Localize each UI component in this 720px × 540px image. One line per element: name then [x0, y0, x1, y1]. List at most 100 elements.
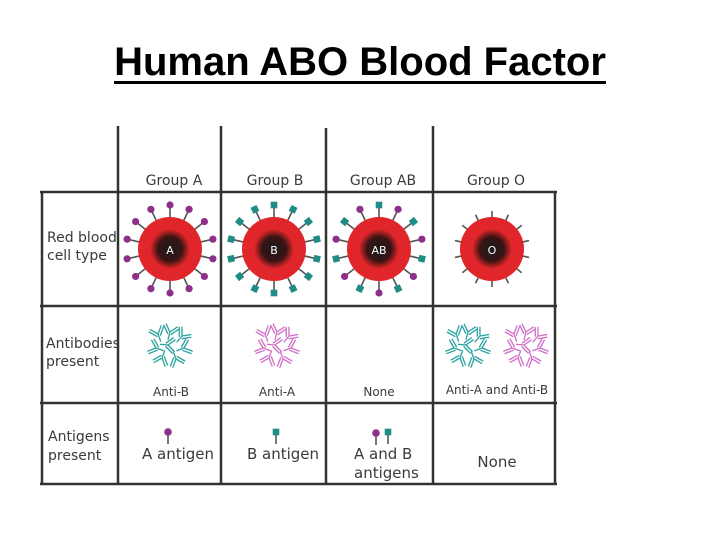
cell-label: AB — [371, 244, 386, 257]
antibody-label-anti-a-and-anti-b: Anti-A and Anti-B — [446, 383, 548, 397]
antibody-y — [474, 338, 491, 355]
antibody-y — [519, 323, 536, 341]
antibody-y — [446, 325, 463, 342]
cell-body — [138, 217, 202, 281]
antigen-a-marker — [131, 217, 140, 226]
antigen-label-none: None — [477, 453, 516, 471]
antibody-y — [467, 351, 484, 368]
antigen-a-marker — [209, 255, 217, 263]
antibody-y — [254, 338, 271, 355]
antigen-b-marker — [250, 204, 260, 214]
antigen-label-b: B antigen — [247, 445, 319, 463]
row-header-antibodies-line2: present — [46, 354, 100, 370]
antibodies — [147, 323, 549, 368]
antibody-y — [450, 350, 467, 367]
antigen-label-ab-line1: A and B — [354, 445, 412, 463]
antibody-y — [283, 338, 300, 355]
antibody-y — [461, 323, 478, 341]
antibody-y — [255, 325, 272, 342]
antigen-b-icon — [384, 428, 392, 444]
antigen-a-marker — [375, 289, 383, 297]
antigen-a-marker — [123, 255, 131, 263]
row-header-rbc-line2: cell type — [47, 248, 107, 264]
antibody-y — [259, 350, 276, 367]
antigen-a-marker — [185, 285, 193, 293]
antigen-a-marker — [123, 235, 131, 243]
table-grid — [40, 126, 557, 486]
antigen-a-marker — [409, 272, 418, 281]
rbc-o: O — [454, 211, 530, 287]
antigen-a-marker — [332, 235, 340, 243]
column-header-group-a: Group A — [146, 173, 203, 189]
antigen-a-icon — [164, 428, 172, 444]
antigen-b-marker — [393, 284, 403, 294]
antibody-label-none: None — [363, 385, 394, 399]
antibody-y — [474, 326, 490, 343]
antibody-y — [169, 351, 186, 368]
rbc-ab: AB — [332, 201, 426, 297]
antigen-b-marker — [250, 284, 260, 294]
row-header-antibodies-line1: Antibodies — [46, 336, 120, 352]
cell-body — [460, 217, 524, 281]
antigen-b-marker — [227, 254, 236, 263]
antigen-b-marker — [288, 284, 298, 294]
antibody-y — [525, 351, 542, 368]
antigen-b-marker — [288, 204, 298, 214]
antigen-b-marker — [312, 235, 321, 244]
antibody-y — [532, 326, 548, 343]
antigen-a-marker — [209, 235, 217, 243]
column-header-group-o: Group O — [467, 173, 525, 189]
antigen-a-marker — [418, 235, 426, 243]
antibody-y — [508, 350, 525, 367]
antigen-b-marker — [234, 271, 245, 282]
row-header-antigens-line1: Antigens — [48, 429, 110, 445]
page-title-text: Human ABO Blood Factor — [114, 40, 606, 84]
antigen-a-icon — [372, 429, 380, 445]
page-title: Human ABO Blood Factor — [0, 40, 720, 85]
antigen-a-marker — [394, 205, 402, 213]
antigen-a-marker — [356, 205, 364, 213]
row-header-rbc-line1: Red blood — [47, 230, 117, 246]
antibody-y — [445, 338, 462, 355]
antigen-icons — [164, 428, 392, 445]
antibody-label-anti-a: Anti-A — [259, 385, 296, 399]
cell-label: B — [270, 244, 278, 257]
column-header-group-b: Group B — [247, 173, 304, 189]
antibody-y — [148, 325, 165, 342]
rbc-a: A — [123, 201, 217, 297]
cell-body — [242, 217, 306, 281]
antibody-y — [457, 337, 474, 354]
antibody-y — [176, 326, 192, 343]
antibody-y — [266, 337, 283, 354]
antibody-y — [515, 337, 532, 354]
antibody-y — [147, 338, 164, 355]
antigen-a-marker — [147, 285, 155, 293]
antibody-y — [532, 338, 549, 355]
antigen-b-marker — [375, 201, 383, 209]
antibody-y — [163, 323, 180, 341]
antigen-label-ab-line2: antigens — [354, 464, 419, 482]
antigen-a-marker — [200, 217, 209, 226]
row-header-antigens-line2: present — [48, 448, 102, 464]
antibody-y — [270, 323, 287, 341]
antigen-a-marker — [340, 272, 349, 281]
cell-label: O — [488, 244, 497, 257]
antigen-b-marker — [312, 254, 321, 263]
antigen-a-marker — [147, 205, 155, 213]
antigen-b-marker — [270, 201, 278, 209]
antigen-b-marker — [408, 216, 419, 227]
antigen-b-marker — [303, 271, 314, 282]
antibody-label-anti-b: Anti-B — [153, 385, 189, 399]
antigen-b-marker — [417, 254, 426, 263]
antibody-y — [504, 325, 521, 342]
antigen-b-marker — [270, 289, 278, 297]
antigen-a-marker — [200, 272, 209, 281]
antibody-y — [152, 350, 169, 367]
antigen-b-icon — [272, 428, 280, 444]
antibody-y — [159, 337, 176, 354]
antigen-b-marker — [234, 216, 245, 227]
rbc-b: B — [227, 201, 321, 297]
antibody-y — [176, 338, 193, 355]
